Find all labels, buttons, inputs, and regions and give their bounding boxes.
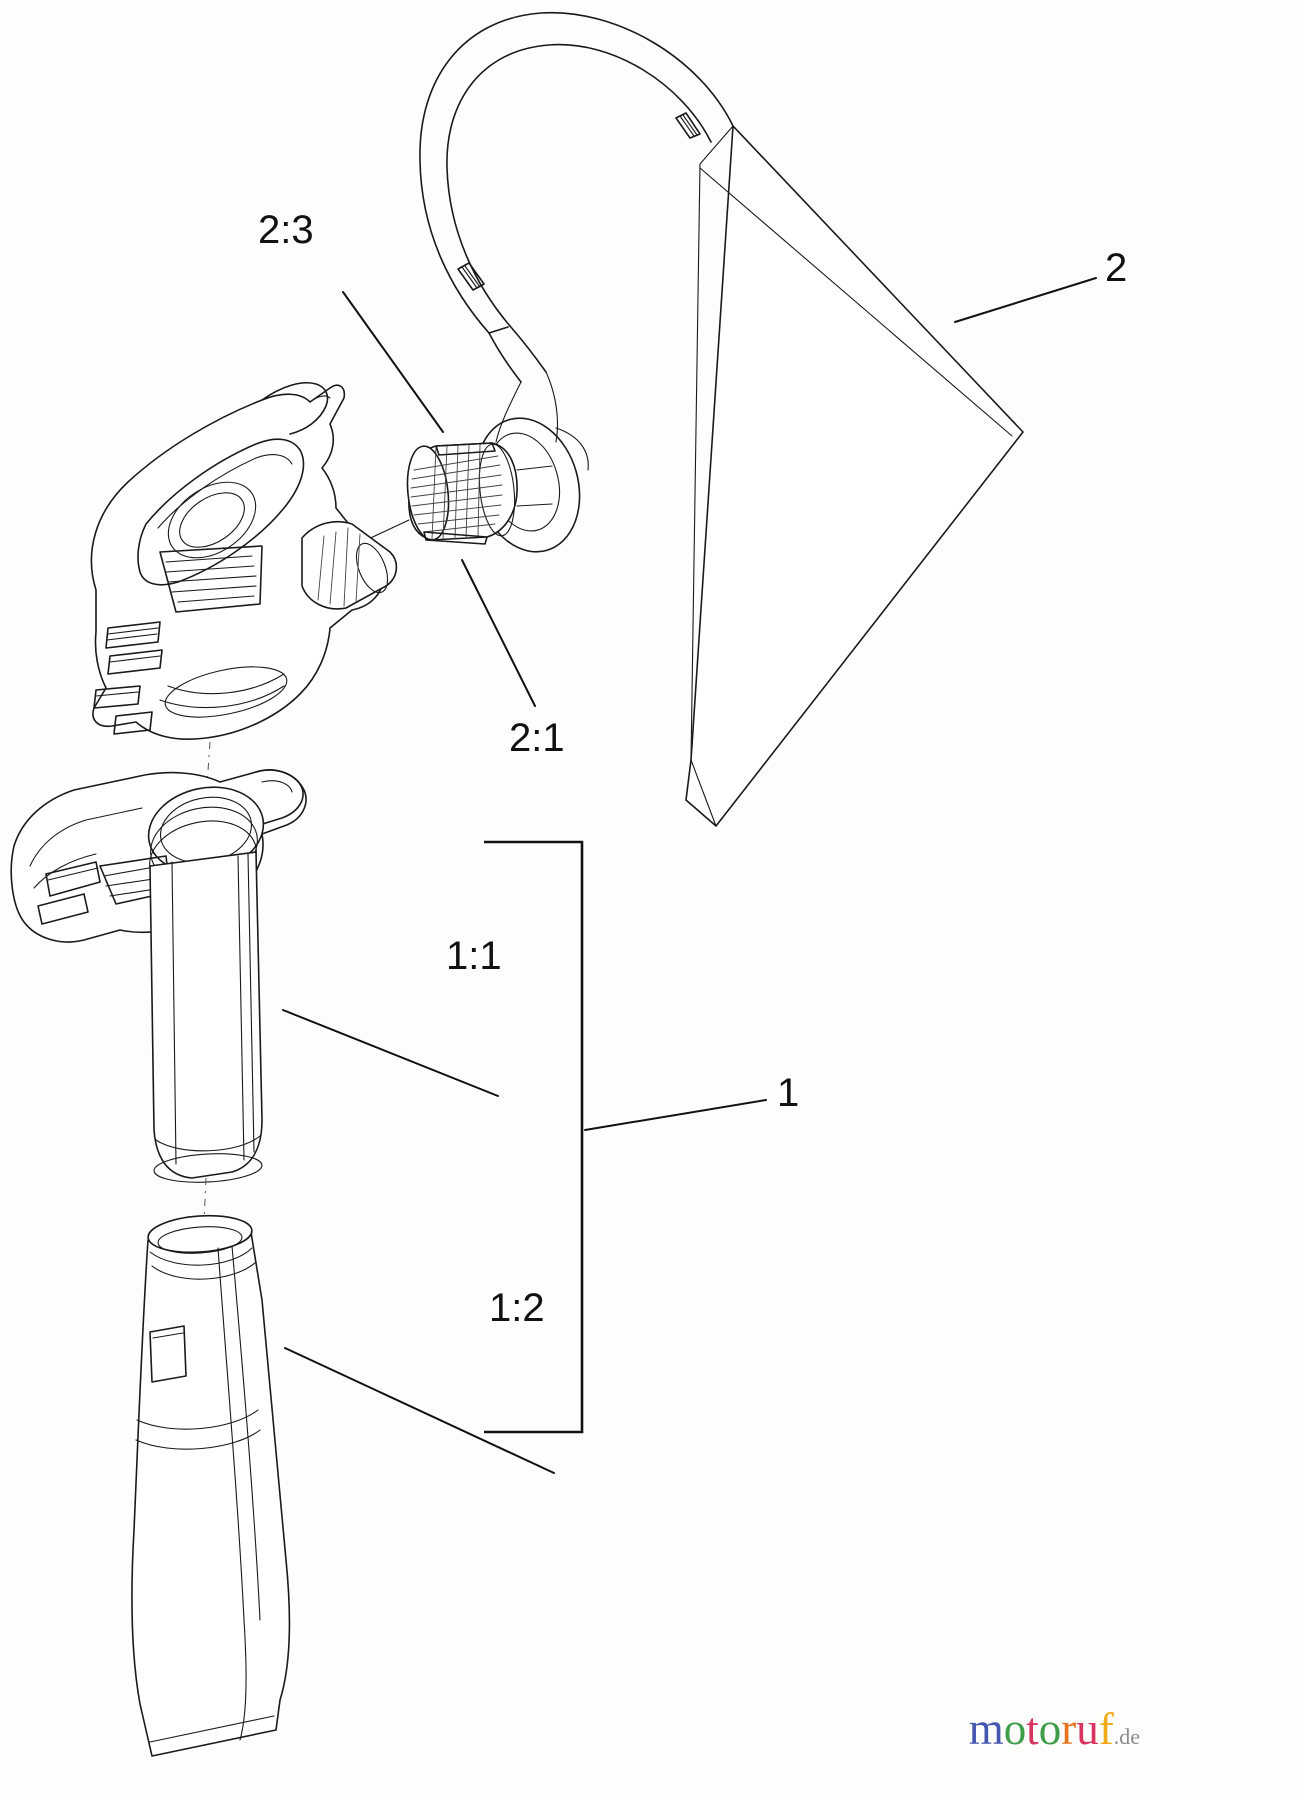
callout-label-1-1: 1:1: [446, 934, 502, 978]
housing-grip-ribs: [159, 545, 263, 613]
callout-label-2-3: 2:3: [258, 208, 314, 252]
callout-label-2-1: 2:1: [509, 716, 565, 760]
callout-label-1-2: 1:2: [489, 1286, 545, 1330]
part-1-2-lower-nozzle: [131, 1214, 291, 1757]
blower-housing-assembly: [90, 382, 398, 741]
housing-vent-fins: [93, 621, 163, 735]
leader-2: [954, 277, 1097, 323]
watermark-letter-2: t: [1026, 1704, 1039, 1754]
leader-1-2: [284, 1347, 555, 1474]
watermark-letter-3: o: [1038, 1704, 1062, 1754]
leader-1: [584, 1099, 767, 1131]
callout-label-1: 1: [777, 1071, 800, 1115]
callout-leaders: [282, 277, 1097, 1474]
watermark-letter-5: u: [1076, 1704, 1099, 1754]
watermark-letter-1: o: [1003, 1704, 1027, 1754]
watermark-letter-0: m: [968, 1704, 1004, 1754]
bag-hoop-collar-upper: [675, 112, 701, 139]
coupling-splines: [410, 443, 503, 540]
site-watermark: motoruf.de: [969, 1707, 1140, 1752]
watermark-suffix: .de: [1113, 1724, 1140, 1749]
leader-2-3: [342, 291, 444, 433]
centerline-tube-to-nozzle: [203, 1177, 207, 1223]
leader-2-1: [461, 559, 536, 707]
callout-label-2: 2: [1105, 246, 1128, 290]
part-2-collection-bag: [419, 11, 1024, 827]
assembly-bracket-1: [484, 840, 584, 1434]
bag-hoop-collar-lower: [457, 262, 485, 291]
leader-1-1: [282, 1009, 499, 1097]
blower-outlet-snout: [301, 520, 398, 610]
part-2-1-splined-coupling: [329, 442, 553, 558]
watermark-letter-4: r: [1061, 1704, 1077, 1754]
watermark-letter-6: f: [1098, 1704, 1114, 1754]
part-1-1-upper-tube: [10, 769, 307, 1183]
